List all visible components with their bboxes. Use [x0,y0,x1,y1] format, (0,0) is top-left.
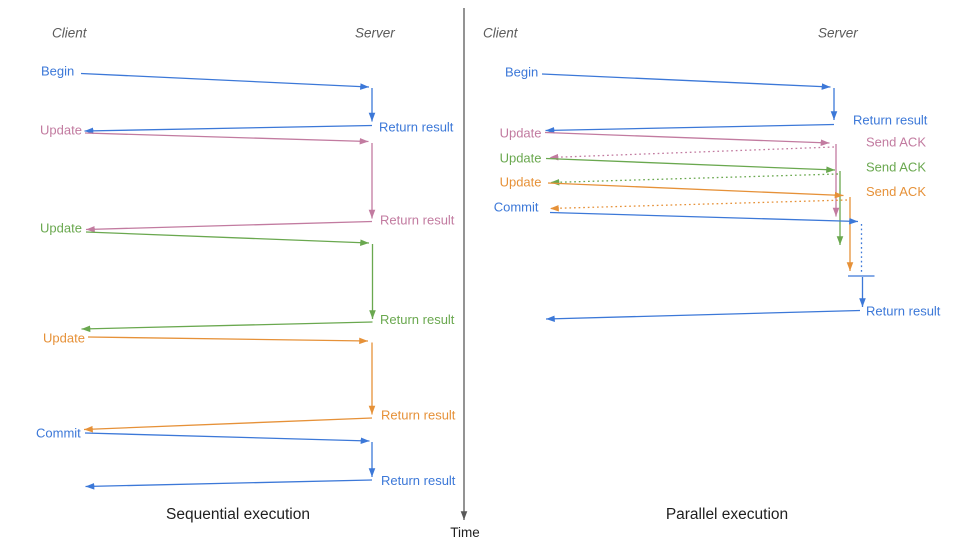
time-axis: Time [450,8,480,540]
request-arrow [80,72,370,90]
request-label: Commit [494,200,539,215]
response-label: Return result [379,120,454,135]
request-label: Update [500,126,542,141]
request-arrow [544,131,830,146]
request-arrow [85,231,370,246]
seq-row-update-2: Update Return result [40,221,455,333]
response-arrow [81,321,373,333]
request-arrow [545,157,836,173]
client-column-header: Client [483,26,519,41]
response-arrow [84,124,373,135]
request-label: Update [500,175,542,190]
response-label: Return result [853,113,928,128]
request-label: Update [40,221,82,236]
request-label: Update [500,151,542,166]
response-arrow [545,123,835,134]
time-axis-label: Time [450,525,480,540]
request-label: Update [43,331,85,346]
request-label: Commit [36,426,81,441]
par-row-update-3: Update Send ACK [500,175,926,271]
ack-arrow [550,173,839,186]
panel-title: Sequential execution [166,506,310,523]
seq-row-begin: Begin Return result [41,64,454,135]
request-arrow [547,182,844,199]
request-arrow [541,73,831,90]
ack-label: Send ACK [866,135,926,150]
parallel-panel: Client Server Begin Return result Update… [483,26,941,524]
server-column-header: Server [818,26,858,41]
ack-label: Send ACK [866,160,926,175]
ack-label: Send ACK [866,184,926,199]
response-label: Return result [381,473,456,488]
seq-row-update-3: Update Return result [43,331,456,433]
response-label: Return result [381,408,456,423]
request-arrow [84,432,370,445]
response-arrow [545,309,861,323]
response-arrow [85,479,373,490]
request-arrow [87,336,369,345]
response-label: Return result [380,213,455,228]
seq-row-update-1: Update Return result [40,123,455,233]
request-label: Update [40,123,82,138]
request-arrow [84,132,369,145]
response-label: Return result [380,312,455,327]
request-label: Begin [41,64,74,79]
par-row-begin: Begin Return result [505,65,928,134]
server-column-header: Server [355,26,395,41]
sequential-panel: Client Server Begin Return result Update… [36,26,456,524]
response-arrow [83,417,373,433]
seq-row-commit: Commit Return result [36,426,456,490]
par-row-update-1: Update Send ACK [500,126,926,217]
ack-arrow [549,146,835,161]
response-label: Return result [866,304,941,319]
request-label: Begin [505,65,538,80]
client-column-header: Client [52,26,88,41]
par-row-commit: Commit Return result [494,200,941,323]
panel-title: Parallel execution [666,506,788,523]
ack-arrow [549,199,848,212]
par-row-update-2: Update Send ACK [500,151,926,245]
response-arrow [85,220,373,233]
request-arrow [549,211,859,225]
